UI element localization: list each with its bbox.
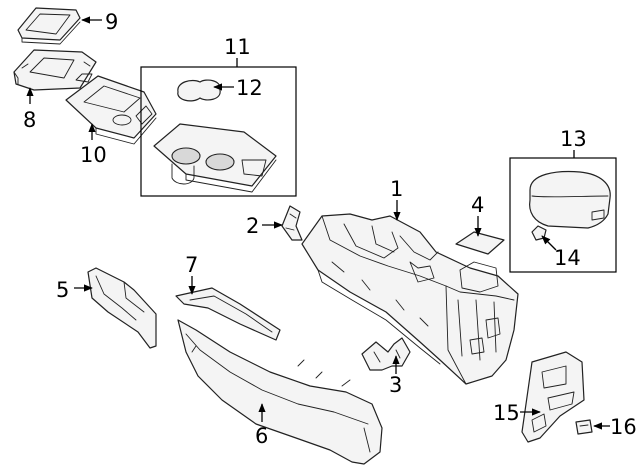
callout-8-group: 8 — [23, 87, 36, 132]
part-16-connector — [575, 419, 593, 435]
callout-12-group: 12 — [213, 76, 263, 100]
callout-14: 14 — [554, 246, 581, 270]
callout-10: 10 — [80, 143, 107, 167]
part-10-shifter-bezel — [65, 75, 157, 145]
part-7-trim-strip — [175, 287, 281, 341]
callout-16: 16 — [610, 415, 637, 439]
callout-9: 9 — [105, 10, 118, 34]
callout-3-group: 3 — [389, 355, 402, 397]
part-1-console-body — [301, 213, 519, 385]
part-5-side-panel — [87, 267, 157, 349]
part-2-bracket — [281, 205, 303, 241]
callout-1-group: 1 — [390, 177, 403, 221]
callout-1: 1 — [390, 177, 403, 201]
part-13-armrest-lid — [529, 170, 611, 229]
callout-3: 3 — [389, 373, 402, 397]
callout-6-group: 6 — [255, 403, 268, 448]
callout-12: 12 — [236, 76, 263, 100]
callout-2-group: 2 — [246, 214, 283, 238]
callout-15: 15 — [493, 401, 520, 425]
part-9-tray-lid — [17, 7, 81, 45]
callout-7-group: 7 — [185, 253, 198, 295]
callout-13-group: 13 — [560, 127, 587, 158]
callout-2: 2 — [246, 214, 259, 238]
callout-9-group: 9 — [81, 10, 118, 34]
callout-7: 7 — [185, 253, 198, 277]
group-box-13 — [509, 157, 617, 273]
part-12-cupholder-mat — [177, 79, 221, 102]
callout-5-group: 5 — [56, 278, 93, 302]
callout-8: 8 — [23, 108, 36, 132]
part-11-cupholder-insert — [153, 123, 277, 193]
part-8-tray-bracket — [13, 49, 97, 91]
part-3-bracket — [361, 337, 411, 371]
callout-11-group: 11 — [224, 35, 251, 67]
callout-4: 4 — [471, 193, 484, 217]
callout-10-group: 10 — [80, 123, 107, 167]
callout-5: 5 — [56, 278, 69, 302]
part-6-side-panel — [177, 319, 383, 465]
part-4-pad — [455, 231, 505, 255]
callout-13: 13 — [560, 127, 587, 151]
callout-15-group: 15 — [493, 401, 541, 425]
callout-16-group: 16 — [593, 415, 637, 439]
callout-14-group: 14 — [541, 235, 581, 270]
callout-4-group: 4 — [471, 193, 484, 237]
part-15-rear-panel — [521, 351, 585, 443]
group-box-11 — [140, 66, 297, 197]
callout-6: 6 — [255, 424, 268, 448]
callout-11: 11 — [224, 35, 251, 59]
